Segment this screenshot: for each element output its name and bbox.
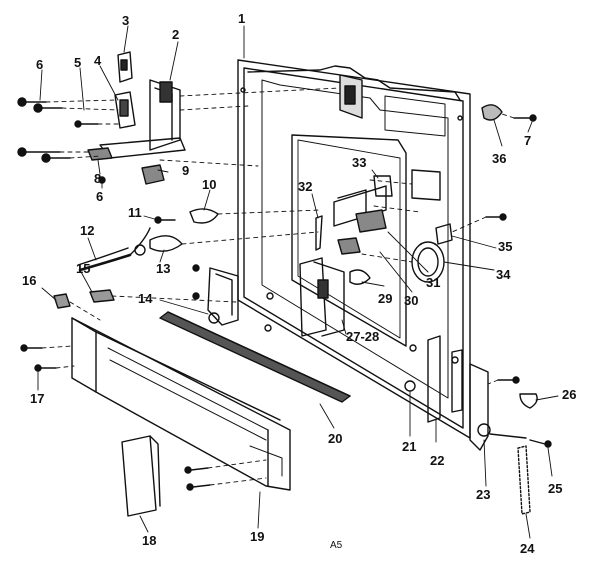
hinge-left-14 (207, 267, 239, 326)
label-1: 1 (238, 11, 246, 26)
label-6-bottom: 6 (96, 189, 104, 204)
spring-cable-12 (77, 227, 151, 272)
end-cap-18 (121, 435, 161, 517)
label-15: 15 (76, 261, 91, 276)
leader-lines (41, 87, 515, 486)
label-3: 3 (122, 13, 130, 28)
callout-leaders (37, 25, 559, 539)
label-27-28: 27-28 (346, 329, 380, 344)
label-12: 12 (80, 223, 95, 238)
label-6-top: 6 (36, 57, 44, 72)
label-14: 14 (138, 291, 153, 306)
label-17: 17 (30, 391, 45, 406)
label-16: 16 (22, 273, 37, 288)
label-36: 36 (492, 151, 507, 166)
label-4: 4 (94, 53, 102, 68)
label-10: 10 (202, 177, 217, 192)
label-34: 34 (496, 267, 511, 282)
hinge-right-assembly (404, 335, 538, 515)
stop-blocks (53, 289, 115, 309)
label-23: 23 (476, 487, 491, 502)
label-8: 8 (94, 171, 102, 186)
label-24: 24 (520, 541, 535, 556)
outer-panel-19 (71, 317, 291, 491)
label-32: 32 (298, 179, 313, 194)
label-18: 18 (142, 533, 157, 548)
label-35: 35 (498, 239, 513, 254)
label-7: 7 (524, 133, 532, 148)
label-13: 13 (156, 261, 171, 276)
rail-20 (159, 311, 351, 403)
figure-code: A5 (330, 540, 343, 551)
bumper-36 (481, 104, 503, 121)
label-30: 30 (404, 293, 419, 308)
screws-right (485, 114, 552, 448)
label-31: 31 (426, 275, 441, 290)
label-2: 2 (172, 27, 180, 42)
label-9: 9 (182, 163, 190, 178)
label-33: 33 (352, 155, 367, 170)
label-11: 11 (128, 205, 142, 220)
label-20: 20 (328, 431, 343, 446)
small-hardware (87, 147, 219, 252)
dispenser-assembly (299, 169, 453, 337)
label-25: 25 (548, 481, 563, 496)
label-19: 19 (250, 529, 265, 544)
label-26: 26 (562, 387, 577, 402)
screws-left (17, 97, 211, 491)
label-5: 5 (74, 55, 82, 70)
label-21: 21 (402, 439, 417, 454)
label-22: 22 (430, 453, 445, 468)
label-29: 29 (378, 291, 393, 306)
